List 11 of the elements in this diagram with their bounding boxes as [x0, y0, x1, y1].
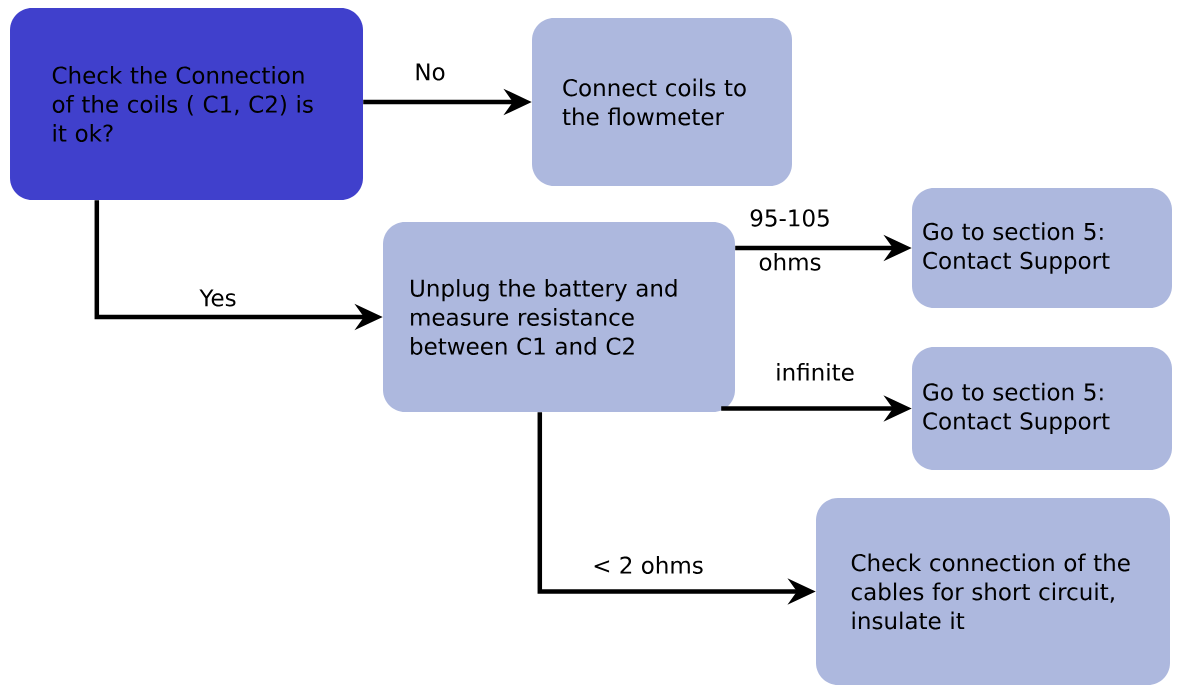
edge-label: infinite — [777, 363, 854, 381]
process-box: Check the Connection of the coils ( C1, C2) is it ok? — [10, 8, 363, 200]
edge-label: 95-105 ohms — [750, 209, 829, 271]
process-box: Go to section 5: Contact Support — [912, 188, 1172, 308]
edge-label: < 2 ohms — [594, 556, 703, 574]
process-box: Go to section 5: Contact Support — [912, 347, 1172, 470]
edge-label: Yes — [199, 289, 236, 307]
process-box: Connect coils to the flowmeter — [532, 18, 792, 186]
process-box: Check connection of the cables for short circuit, insulate it — [816, 498, 1170, 685]
edge-label: No — [416, 63, 445, 81]
process-box: Unplug the battery and measure resistance between C1 and C2 — [383, 222, 735, 412]
